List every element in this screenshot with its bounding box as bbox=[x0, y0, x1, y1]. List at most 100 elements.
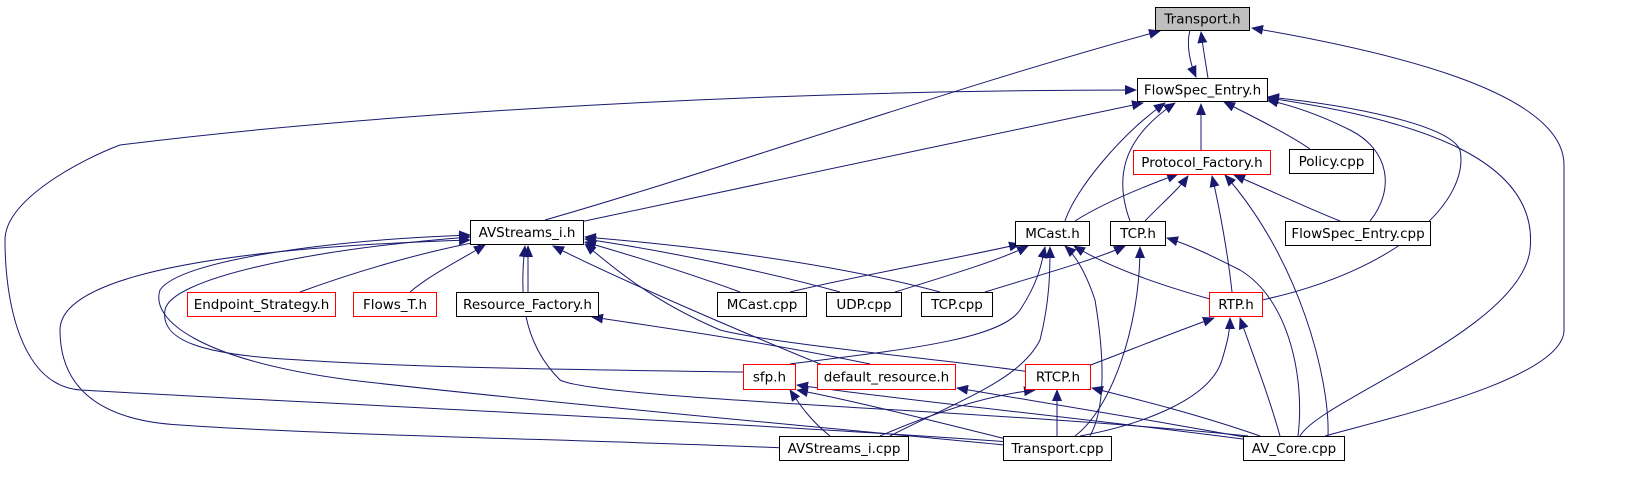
edge-mcast-h-to-flowspec-entry-h bbox=[1064, 102, 1166, 222]
node-box[interactable] bbox=[470, 220, 584, 245]
node-label[interactable]: MCast.h bbox=[1025, 226, 1080, 242]
node-label[interactable]: TCP.h bbox=[1119, 226, 1156, 242]
node-label[interactable]: RTCP.h bbox=[1036, 370, 1080, 386]
edge-transport-cpp-to-rtp-h bbox=[1079, 317, 1235, 437]
node-label[interactable]: Transport.cpp bbox=[1010, 441, 1103, 457]
node-resource-factory-h[interactable]: Resource_Factory.h bbox=[456, 292, 599, 317]
edge-transport-cpp-to-flowspec-entry-h bbox=[4, 85, 1137, 443]
edge-default-resource-h-to-resource-factory-h bbox=[591, 313, 871, 365]
edges-layer bbox=[4, 24, 1565, 449]
node-sfp-h[interactable]: sfp.h bbox=[743, 364, 796, 390]
node-label[interactable]: Transport.h bbox=[1163, 12, 1240, 28]
node-box[interactable] bbox=[1243, 436, 1345, 461]
node-box[interactable] bbox=[717, 292, 807, 317]
edge-av-core-cpp-to-default-resource-h bbox=[956, 384, 1251, 439]
node-box[interactable] bbox=[353, 292, 437, 317]
node-avstreams-i-h[interactable]: AVStreams_i.h bbox=[470, 220, 584, 245]
node-box[interactable] bbox=[1015, 221, 1090, 246]
node-label[interactable]: FlowSpec_Entry.h bbox=[1144, 83, 1261, 99]
edge-av-core-cpp-to-rtcp-h bbox=[1091, 385, 1261, 437]
edge-rtp-h-to-mcast-h bbox=[1073, 245, 1211, 300]
node-box[interactable] bbox=[743, 364, 796, 390]
edge-sfp-h-to-mcast-h bbox=[789, 246, 1048, 365]
node-rtcp-h[interactable]: RTCP.h bbox=[1025, 364, 1091, 390]
edge-default-resource-h-to-avstreams-i-h bbox=[552, 245, 841, 373]
node-label[interactable]: AVStreams_i.h bbox=[479, 225, 576, 241]
node-tcp-h[interactable]: TCP.h bbox=[1110, 221, 1166, 246]
node-transport-h[interactable]: Transport.h bbox=[1155, 7, 1250, 31]
node-box[interactable] bbox=[1003, 436, 1112, 461]
node-label[interactable]: Endpoint_Strategy.h bbox=[194, 297, 330, 313]
node-box[interactable] bbox=[1285, 221, 1431, 246]
edge-flows-t-h-to-avstreams-i-h bbox=[409, 244, 486, 293]
node-box[interactable] bbox=[1155, 7, 1250, 31]
edge-transport-cpp-to-tcp-h bbox=[1074, 246, 1145, 437]
node-endpoint-strategy-h[interactable]: Endpoint_Strategy.h bbox=[187, 292, 336, 317]
edge-udp-cpp-to-mcast-h bbox=[894, 245, 1029, 293]
edge-av-core-cpp-to-tcp-h bbox=[1166, 236, 1301, 437]
edge-transport-cpp-to-sfp-h bbox=[796, 387, 1011, 441]
edge-tcp-cpp-to-avstreams-i-h bbox=[584, 232, 941, 293]
node-label[interactable]: sfp.h bbox=[753, 370, 786, 386]
node-protocol-factory-h[interactable]: Protocol_Factory.h bbox=[1133, 150, 1271, 175]
node-av-core-cpp[interactable]: AV_Core.cpp bbox=[1243, 436, 1345, 461]
node-label[interactable]: AV_Core.cpp bbox=[1252, 441, 1336, 457]
node-mcast-cpp[interactable]: MCast.cpp bbox=[717, 292, 807, 317]
node-box[interactable] bbox=[456, 292, 599, 317]
node-label[interactable]: TCP.cpp bbox=[930, 297, 983, 313]
edge-avstreams-i-h-to-transport-h bbox=[544, 29, 1161, 221]
edge-av-core-cpp-to-transport-h bbox=[1251, 24, 1565, 437]
edge-av-core-cpp-to-flowspec-entry-h bbox=[1267, 94, 1532, 437]
edge-avstreams-i-cpp-to-mcast-h bbox=[889, 246, 1055, 437]
edge-flowspec-entry-h-to-transport-h bbox=[1197, 31, 1209, 79]
edge-udp-cpp-to-avstreams-i-h bbox=[584, 235, 841, 293]
node-box[interactable] bbox=[779, 436, 909, 461]
node-avstreams-i-cpp[interactable]: AVStreams_i.cpp bbox=[779, 436, 909, 461]
edge-flowspec-entry-cpp-to-flowspec-entry-h bbox=[1266, 97, 1386, 222]
edge-rtcp-h-to-rtp-h bbox=[1087, 316, 1215, 367]
node-box[interactable] bbox=[826, 292, 902, 317]
node-tcp-cpp[interactable]: TCP.cpp bbox=[921, 292, 993, 317]
node-label[interactable]: Protocol_Factory.h bbox=[1141, 155, 1262, 171]
node-box[interactable] bbox=[921, 292, 993, 317]
edge-av-core-cpp-to-protocol-factory-h bbox=[1224, 174, 1329, 437]
edge-avstreams-i-cpp-to-sfp-h bbox=[789, 389, 831, 437]
edge-mcast-cpp-to-mcast-h bbox=[789, 241, 1021, 293]
node-label[interactable]: RTP.h bbox=[1218, 297, 1254, 313]
node-label[interactable]: FlowSpec_Entry.cpp bbox=[1291, 226, 1424, 242]
edge-tcp-cpp-to-tcp-h bbox=[984, 245, 1126, 293]
node-label[interactable]: UDP.cpp bbox=[836, 297, 891, 313]
node-mcast-h[interactable]: MCast.h bbox=[1015, 221, 1090, 246]
node-policy-cpp[interactable]: Policy.cpp bbox=[1289, 149, 1374, 174]
edge-avstreams-i-cpp-to-avstreams-i-h bbox=[59, 235, 786, 449]
edge-mcast-h-to-protocol-factory-h bbox=[1074, 173, 1179, 222]
edge-rtcp-h-to-avstreams-i-h bbox=[584, 243, 1031, 373]
node-box[interactable] bbox=[1289, 149, 1374, 174]
node-label[interactable]: default_resource.h bbox=[824, 370, 950, 386]
node-flows-t-h[interactable]: Flows_T.h bbox=[353, 292, 437, 317]
edge-tcp-h-to-flowspec-entry-h bbox=[1122, 102, 1176, 222]
node-label[interactable]: Resource_Factory.h bbox=[463, 297, 592, 313]
node-box[interactable] bbox=[817, 364, 956, 390]
node-label[interactable]: MCast.cpp bbox=[727, 297, 798, 313]
edge-rtp-h-to-protocol-factory-h bbox=[1209, 175, 1233, 293]
node-box[interactable] bbox=[1133, 150, 1271, 175]
node-udp-cpp[interactable]: UDP.cpp bbox=[826, 292, 902, 317]
node-flowspec-entry-h[interactable]: FlowSpec_Entry.h bbox=[1137, 78, 1268, 102]
nodes-layer: Transport.hFlowSpec_Entry.hProtocol_Fact… bbox=[187, 7, 1431, 461]
node-label[interactable]: AVStreams_i.cpp bbox=[788, 441, 901, 457]
node-box[interactable] bbox=[1110, 221, 1166, 246]
node-box[interactable] bbox=[1025, 364, 1091, 390]
edge-transport-cpp-to-mcast-h bbox=[1064, 245, 1103, 437]
node-rtp-h[interactable]: RTP.h bbox=[1209, 292, 1263, 317]
edge-av-core-cpp-to-rtp-h bbox=[1238, 317, 1281, 437]
node-flowspec-entry-cpp[interactable]: FlowSpec_Entry.cpp bbox=[1285, 221, 1431, 246]
node-box[interactable] bbox=[187, 292, 336, 317]
node-box[interactable] bbox=[1209, 292, 1263, 317]
node-default-resource-h[interactable]: default_resource.h bbox=[817, 364, 956, 390]
node-label[interactable]: Policy.cpp bbox=[1299, 154, 1365, 170]
node-transport-cpp[interactable]: Transport.cpp bbox=[1003, 436, 1112, 461]
node-label[interactable]: Flows_T.h bbox=[363, 297, 427, 313]
node-box[interactable] bbox=[1137, 78, 1268, 102]
